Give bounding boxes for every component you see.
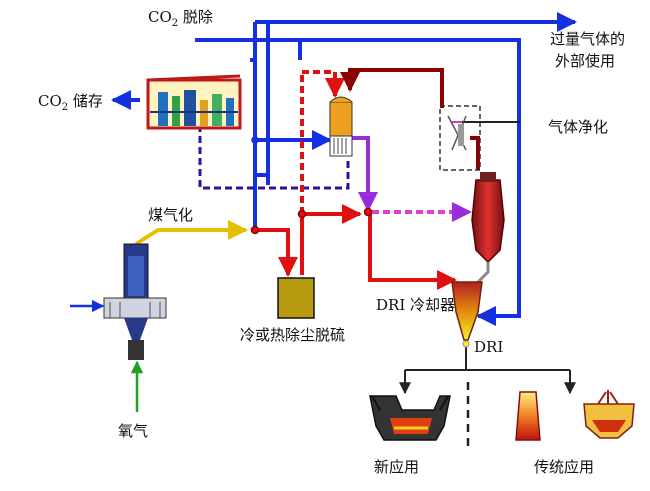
co2-removal-suffix: 脱除 bbox=[178, 8, 213, 26]
coal-gasification-label: 煤气化 bbox=[148, 206, 194, 224]
co2-removal-unit bbox=[146, 74, 242, 130]
co2-storage-suffix: 储存 bbox=[68, 92, 103, 110]
dri-cooler-label: DRI 冷却器 bbox=[376, 296, 456, 314]
co2-storage-sub: 2 bbox=[61, 102, 69, 113]
dri-cooler bbox=[451, 281, 483, 348]
purple-lines bbox=[352, 121, 472, 222]
coal-gasifier bbox=[103, 243, 167, 360]
traditional-application-equipment bbox=[515, 390, 635, 441]
new-application-furnace bbox=[369, 395, 451, 441]
shaft-furnace bbox=[471, 172, 505, 284]
co2-removal-label: CO2 脱除 bbox=[148, 8, 213, 33]
blue-dashed-loop bbox=[198, 125, 350, 190]
traditional-application-label: 传统应用 bbox=[534, 458, 595, 476]
co2-storage-label: CO2 储存 bbox=[38, 92, 103, 117]
co2-storage-prefix: CO bbox=[38, 92, 62, 110]
oxygen-label: 氧气 bbox=[118, 422, 149, 440]
co2-removal-prefix: CO bbox=[148, 8, 172, 26]
coal-gas-line bbox=[134, 220, 248, 246]
junction-dots bbox=[250, 136, 373, 235]
red-gas-lines bbox=[256, 70, 457, 290]
dust-removal-box bbox=[277, 277, 315, 319]
gas-cleaning-label: 气体净化 bbox=[548, 118, 609, 136]
blue-gas-lines bbox=[70, 12, 577, 326]
black-lines bbox=[399, 121, 576, 452]
heat-exchanger bbox=[329, 96, 353, 157]
excess-gas-line2: 外部使用 bbox=[555, 52, 616, 70]
dri-label: DRI bbox=[474, 338, 504, 356]
dark-red-lines bbox=[340, 68, 480, 170]
gas-cleaning-unit bbox=[439, 105, 481, 171]
excess-gas-line1: 过量气体的 bbox=[550, 30, 626, 48]
co2-removal-sub: 2 bbox=[171, 18, 179, 29]
cooling-dedusting-label: 冷或热除尘脱硫 bbox=[240, 326, 346, 344]
new-application-label: 新应用 bbox=[374, 458, 420, 476]
